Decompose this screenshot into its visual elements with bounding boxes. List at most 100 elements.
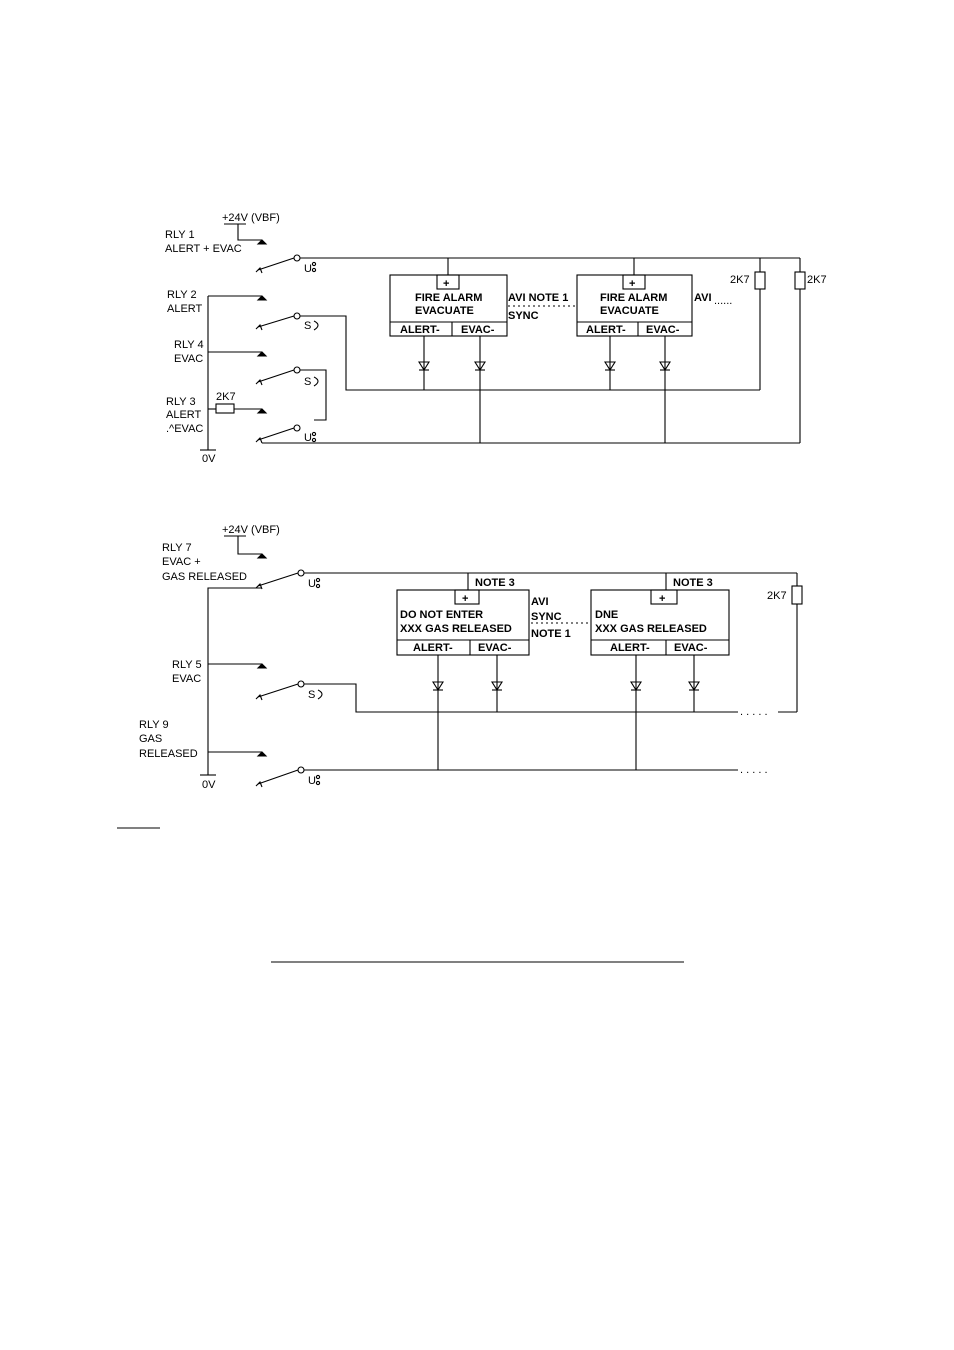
rly7-label-line3: GAS RELEASED bbox=[162, 571, 247, 583]
rly4-label-line1: RLY 4 bbox=[174, 339, 204, 351]
sync-label-1: SYNC bbox=[508, 310, 539, 322]
switch-rly7-dot-b bbox=[315, 583, 321, 589]
avi-label-2: AVI bbox=[694, 292, 712, 304]
panel-3-alert-diode bbox=[432, 681, 444, 692]
panel-1-alert: ALERT- bbox=[400, 324, 440, 336]
switch-rly1-contact bbox=[293, 254, 301, 262]
switch-rly1-blade bbox=[257, 257, 295, 271]
rly1-label-line2: ALERT + EVAC bbox=[165, 243, 242, 255]
switch-rly1-dot-a bbox=[311, 261, 317, 267]
rly7-label-line2: EVAC + bbox=[162, 556, 201, 568]
switch-rly9-dot-b bbox=[315, 780, 321, 786]
switch-rly4-blade bbox=[257, 369, 295, 383]
rly3-label-line2: ALERT bbox=[166, 409, 202, 421]
panel-1-alert-diode bbox=[418, 361, 430, 372]
panel-2-line2: EVACUATE bbox=[600, 305, 659, 317]
panel-4-line2: XXX GAS RELEASED bbox=[595, 623, 707, 635]
panel-4-alert-diode bbox=[630, 681, 642, 692]
switch-rly2-blade bbox=[257, 315, 295, 328]
panel-4-line1: DNE bbox=[595, 609, 618, 621]
switch-rly7-pivot bbox=[255, 583, 263, 590]
supply-label-2: +24V (VBF) bbox=[222, 524, 280, 536]
do-not-enter-panel-2: NOTE 3 + DNE XXX GAS RELEASED ALERT- EVA… bbox=[590, 573, 730, 656]
eol-resistor-1-label: 2K7 bbox=[730, 274, 750, 286]
note3-label-b: NOTE 3 bbox=[673, 577, 713, 589]
switch-rly4-pivot bbox=[255, 379, 263, 386]
contact-arrow-rly1 bbox=[256, 239, 268, 245]
panel-2-evac: EVAC- bbox=[646, 324, 680, 336]
alert-bus-1 bbox=[300, 315, 760, 391]
switch-rly7-dot-a bbox=[315, 577, 321, 583]
ground-label-2: 0V bbox=[202, 779, 216, 791]
supply-wire-1 bbox=[237, 224, 262, 241]
rly3-label-line1: RLY 3 bbox=[166, 396, 196, 408]
switch-rly5-blade bbox=[257, 683, 299, 698]
panel-3-plus: + bbox=[462, 593, 468, 605]
link-wire-rly4 bbox=[300, 369, 327, 421]
switch-rly1-u-label: U bbox=[304, 263, 312, 275]
avi-note1-label: AVI NOTE 1 bbox=[508, 292, 568, 304]
switch-rly9-blade bbox=[257, 769, 299, 785]
avi-label-3: AVI bbox=[531, 596, 549, 608]
switch-rly5-symbol bbox=[317, 689, 323, 700]
panel-3-evac-diode bbox=[491, 681, 503, 692]
continuation-dots-1: ...... bbox=[714, 295, 732, 307]
do-not-enter-panel-1: NOTE 3 + DO NOT ENTER XXX GAS RELEASED A… bbox=[396, 573, 530, 656]
switch-rly7-contact bbox=[297, 569, 305, 577]
panel-3-line1: DO NOT ENTER bbox=[400, 609, 483, 621]
eol-resistor-1 bbox=[754, 271, 766, 290]
rly1-label-line1: RLY 1 bbox=[165, 229, 195, 241]
switch-rly9-u-label: U bbox=[308, 775, 316, 787]
continuation-dots-2a: . . . . . bbox=[740, 706, 768, 718]
rly9-label-line3: RELEASED bbox=[139, 748, 198, 760]
panel-1-line2: EVACUATE bbox=[415, 305, 474, 317]
supply-label-1: +24V (VBF) bbox=[222, 212, 280, 224]
diagram-2: +24V (VBF) RLY 7 EVAC + GAS RELEASED RLY… bbox=[139, 524, 803, 791]
switch-rly3-blade bbox=[257, 427, 295, 441]
panel-4-plus: + bbox=[659, 593, 665, 605]
rly3-resistor bbox=[215, 403, 235, 414]
fire-alarm-panel-1: + FIRE ALARM EVACUATE ALERT- EVAC- bbox=[389, 258, 508, 337]
switch-rly3-pivot bbox=[255, 437, 263, 444]
contact-arrow-rly9 bbox=[256, 751, 268, 757]
eol-resistor-2 bbox=[794, 271, 806, 290]
rly3-label-line3: .^EVAC bbox=[166, 423, 203, 435]
rly4-label-line2: EVAC bbox=[174, 353, 203, 365]
eol-resistor-2-label: 2K7 bbox=[807, 274, 827, 286]
switch-rly9-contact bbox=[297, 766, 305, 774]
switch-rly9-dot-a bbox=[315, 774, 321, 780]
switch-rly5-pivot bbox=[255, 694, 263, 701]
switch-rly1-dot-b bbox=[311, 267, 317, 273]
panel-1-evac-diode bbox=[474, 361, 486, 372]
switch-rly3-dot-a bbox=[311, 431, 317, 437]
zero-volt-rail-2 bbox=[207, 587, 262, 775]
switch-rly5-contact bbox=[297, 680, 305, 688]
rly5-label-line1: RLY 5 bbox=[172, 659, 202, 671]
rly7-label-line1: RLY 7 bbox=[162, 542, 192, 554]
switch-rly2-pivot bbox=[255, 324, 263, 331]
contact-arrow-rly3 bbox=[256, 408, 268, 414]
rly2-label-line1: RLY 2 bbox=[167, 289, 197, 301]
panel-4-plus-terminal bbox=[650, 589, 678, 605]
contact-arrow-rly2 bbox=[256, 295, 268, 301]
contact-arrow-rly4 bbox=[256, 351, 268, 357]
evac-bus-2 bbox=[304, 683, 738, 713]
rly9-label-line1: RLY 9 bbox=[139, 719, 169, 731]
switch-rly1-pivot bbox=[255, 267, 263, 274]
panel-2-plus: + bbox=[629, 278, 635, 290]
panel-2-evac-diode bbox=[659, 361, 671, 372]
fire-alarm-panel-2: + FIRE ALARM EVACUATE ALERT- EVAC- bbox=[576, 258, 693, 337]
supply-wire-2 bbox=[237, 536, 262, 555]
switch-rly9-pivot bbox=[255, 781, 263, 788]
panel-4-evac-diode bbox=[688, 681, 700, 692]
sync-label-2: SYNC bbox=[531, 611, 562, 623]
rly2-label-line2: ALERT bbox=[167, 303, 203, 315]
switch-rly4-symbol bbox=[313, 376, 319, 387]
rly3-resistor-label: 2K7 bbox=[216, 391, 236, 403]
switch-rly3-dot-b bbox=[311, 437, 317, 443]
contact-arrow-rly5 bbox=[256, 663, 268, 669]
rly5-label-line2: EVAC bbox=[172, 673, 201, 685]
diagram-1: +24V (VBF) RLY 1 ALERT + EVAC RLY 2 ALER… bbox=[165, 212, 827, 465]
switch-rly5-s-label: S bbox=[308, 689, 315, 701]
